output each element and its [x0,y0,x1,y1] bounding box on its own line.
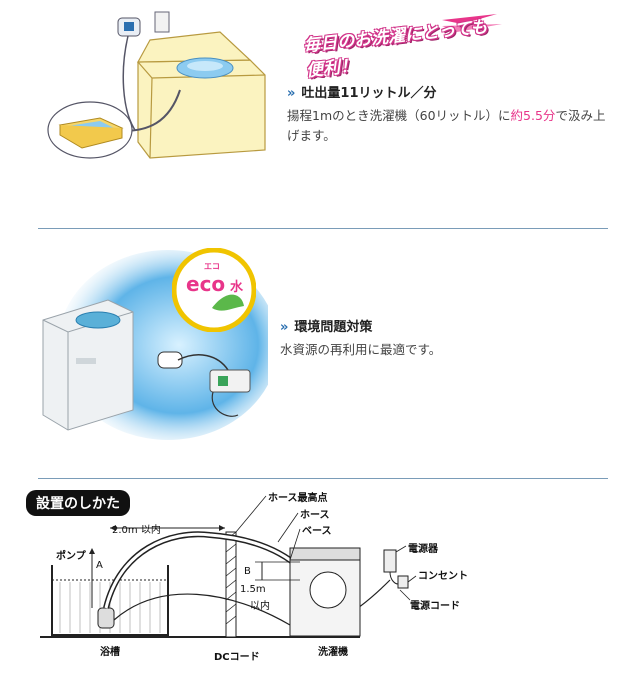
badge-eco-text: eco [186,272,226,296]
leaf-icon [212,294,244,311]
description-part-1: 揚程1mのとき洗濯機（60リットル）に [287,108,511,123]
label-power-cord: 電源コード [410,601,460,612]
label-b: B [244,566,251,577]
label-power-unit: 電源器 [408,544,438,555]
label-outlet: コンセント [418,571,468,582]
environment-description: 水資源の再利用に最適です。 [280,342,442,357]
flow-rate-heading: » 吐出量11リットル／分 [287,82,437,101]
chevron-right-icon: » [280,320,289,335]
washer-pump-illustration [47,11,266,159]
convenience-banner: 毎日のお洗濯にとっても便利！ [292,12,502,81]
label-base: ベース [302,526,332,537]
label-distance: 2.0m 以内 [112,525,161,536]
label-height-value: 1.5m [240,584,266,595]
flow-rate-heading-text: 吐出量11リットル／分 [301,86,437,101]
label-washer: 洗濯機 [318,647,348,658]
installation-diagram [40,495,417,638]
flow-rate-description: 揚程1mのとき洗濯機（60リットル）に約5.5分で汲み上げます。 [287,106,617,146]
label-dc-cord: DCコード [214,652,260,663]
label-hose-highest: ホース最高点 [268,493,328,504]
description-part-2: で汲み上げます。 [287,108,606,143]
eco-water-badge: エコ eco 水 [172,248,256,332]
label-a: A [96,560,103,571]
label-hose: ホース [300,510,330,521]
description-highlight: 約5.5分 [510,108,556,123]
label-height-unit: 以内 [250,601,270,612]
badge-water-text: 水 [230,280,244,295]
badge-eco-small: エコ [204,262,220,271]
label-pump: ポンプ [56,551,86,562]
environment-heading-text: 環境問題対策 [294,320,373,335]
environment-heading: » 環境問題対策 [280,316,372,335]
label-bathtub: 浴槽 [100,647,120,658]
section-divider-1 [38,228,608,229]
setup-title: 設置のしかた [26,490,130,516]
chevron-right-icon: » [287,86,296,101]
section-divider-2 [38,478,608,479]
